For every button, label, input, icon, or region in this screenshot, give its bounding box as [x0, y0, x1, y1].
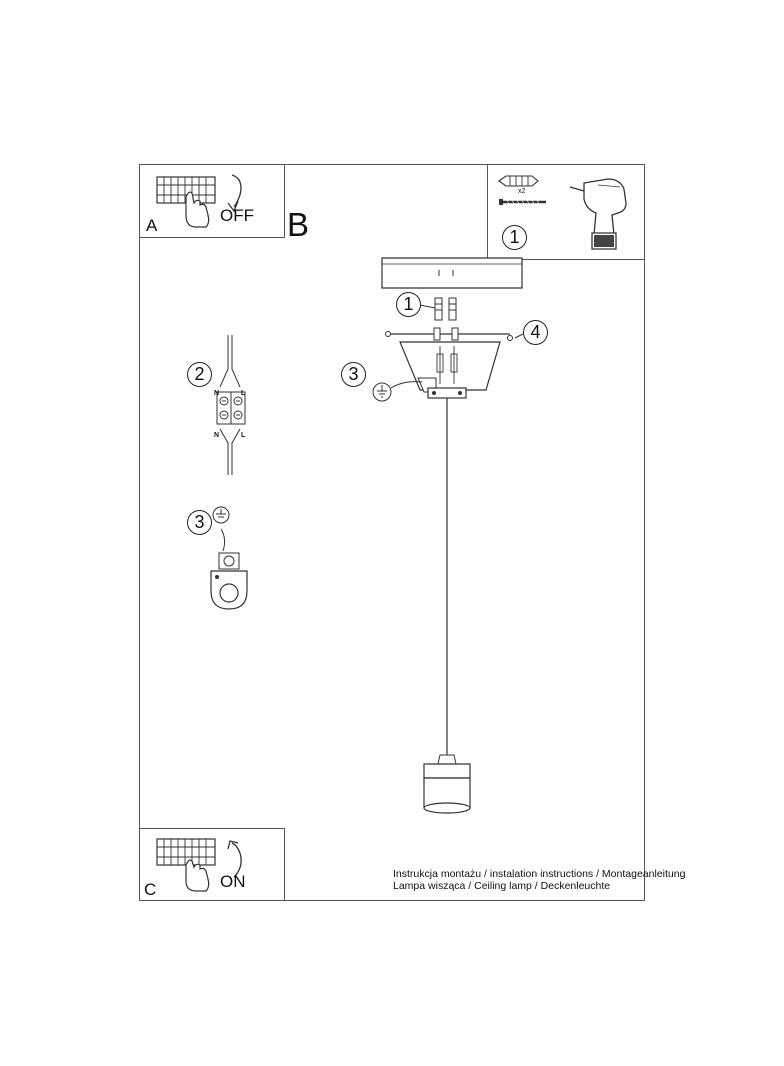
- instruction-frame: [139, 164, 645, 901]
- ground-terminal-diagram: [210, 506, 248, 610]
- connector-step-number: 2: [187, 362, 212, 387]
- callout-anchor-number: 1: [396, 292, 421, 317]
- connector-bottom-n: N: [214, 432, 220, 439]
- panel-b-letter: B: [287, 206, 310, 243]
- document-caption: Instrukcja montażu / instalation instruc…: [393, 868, 686, 892]
- panel-c-letter: C: [144, 880, 157, 899]
- panel-c-switch-on: C ON: [139, 828, 285, 901]
- panel-a-switch-off: A OFF: [139, 164, 285, 238]
- wall-plugs: [434, 297, 457, 321]
- off-label: OFF: [220, 206, 254, 225]
- wall-plug-icon: [498, 175, 539, 187]
- wire-connector-diagram: [216, 335, 246, 475]
- breaker-panel-on-icon: [156, 838, 216, 892]
- tools-step-number: 1: [502, 225, 527, 250]
- connector-top-l: L: [241, 390, 246, 397]
- ground-step-number: 3: [187, 510, 212, 535]
- panel-a-letter: A: [146, 216, 158, 235]
- multiplier-label: x2: [518, 188, 526, 195]
- caption-line-1: Instrukcja montażu / instalation instruc…: [393, 868, 686, 880]
- canopy: [399, 341, 501, 391]
- on-label: ON: [220, 872, 246, 891]
- drill-icon: [569, 178, 627, 250]
- ceiling-block: [381, 257, 523, 289]
- callout-ground-number: 3: [341, 362, 366, 387]
- connector-top-n: N: [214, 390, 220, 397]
- breaker-panel-icon: [156, 176, 216, 228]
- ceiling-installation-drawing: [372, 257, 524, 814]
- screw-icon: [499, 199, 546, 205]
- ground-symbol-icon: [212, 506, 230, 524]
- arrow-down-icon: [227, 174, 242, 213]
- ground-symbol: [372, 382, 392, 402]
- tools-panel: x2 1: [487, 164, 645, 260]
- callout-screw-number: 4: [523, 320, 548, 345]
- connector-bottom-l: L: [241, 432, 246, 439]
- caption-line-2: Lampa wisząca / Ceiling lamp / Deckenleu…: [393, 879, 611, 892]
- lamp-shade: [437, 754, 457, 765]
- arrow-up-icon: [227, 840, 242, 878]
